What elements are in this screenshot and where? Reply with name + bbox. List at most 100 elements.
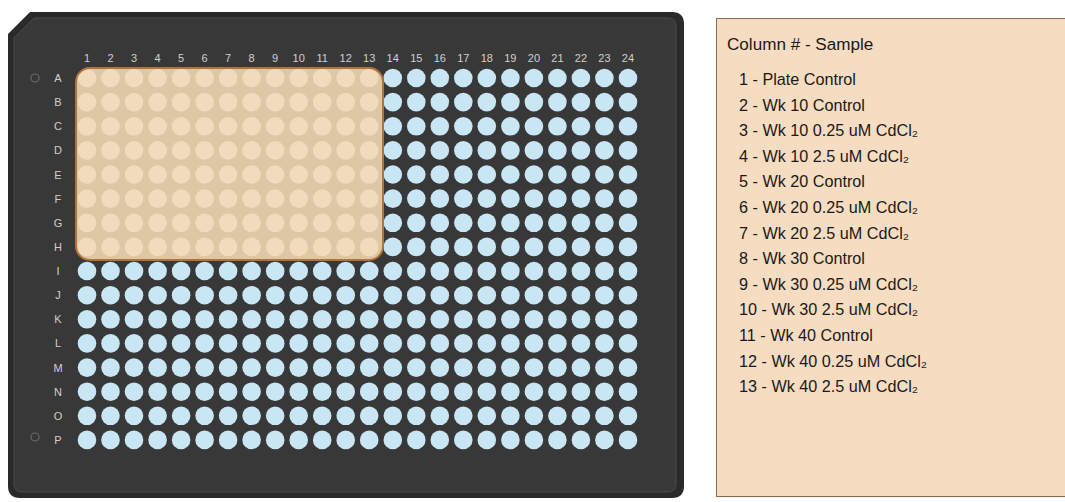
well	[454, 69, 473, 88]
well	[595, 69, 614, 88]
well	[266, 431, 285, 450]
well	[78, 407, 97, 426]
well	[572, 262, 591, 281]
well	[78, 334, 97, 353]
well	[525, 407, 544, 426]
well	[478, 189, 497, 208]
well	[384, 262, 403, 281]
well	[407, 431, 426, 450]
well	[289, 262, 308, 281]
well	[78, 358, 97, 377]
well	[195, 334, 214, 353]
well	[101, 262, 120, 281]
well	[242, 358, 261, 377]
well	[595, 334, 614, 353]
well	[548, 141, 567, 160]
well	[525, 69, 544, 88]
well	[525, 189, 544, 208]
well	[525, 262, 544, 281]
column-number: 13	[363, 52, 375, 64]
well	[548, 238, 567, 257]
well	[101, 407, 120, 426]
well	[384, 189, 403, 208]
well	[548, 286, 567, 305]
well	[384, 238, 403, 257]
well	[289, 286, 308, 305]
well	[548, 165, 567, 184]
well	[431, 407, 450, 426]
well	[454, 93, 473, 112]
plate-marker	[31, 74, 39, 82]
well	[454, 407, 473, 426]
well	[407, 214, 426, 233]
well	[336, 334, 355, 353]
well	[384, 141, 403, 160]
well	[619, 262, 638, 281]
well	[384, 165, 403, 184]
plate-body	[14, 18, 676, 492]
key-entry: 4 - Wk 10 2.5 uM CdCl₂	[727, 144, 1055, 170]
well	[548, 117, 567, 136]
well	[125, 358, 144, 377]
well	[242, 382, 261, 401]
row-letter: J	[55, 289, 61, 301]
well	[242, 310, 261, 329]
well	[313, 407, 332, 426]
well	[501, 214, 520, 233]
well	[407, 141, 426, 160]
row-letter: P	[54, 434, 61, 446]
well	[195, 407, 214, 426]
well	[478, 214, 497, 233]
well	[595, 141, 614, 160]
well	[384, 286, 403, 305]
row-letter: H	[54, 241, 62, 253]
well	[407, 407, 426, 426]
column-number: 7	[225, 52, 231, 64]
column-number: 4	[155, 52, 161, 64]
column-number: 2	[108, 52, 114, 64]
well	[172, 407, 191, 426]
well	[525, 238, 544, 257]
well	[266, 334, 285, 353]
well	[407, 310, 426, 329]
well	[125, 431, 144, 450]
well	[289, 431, 308, 450]
well	[478, 407, 497, 426]
well	[595, 93, 614, 112]
key-entry: 6 - Wk 20 0.25 uM CdCl₂	[727, 195, 1055, 221]
well	[572, 310, 591, 329]
well	[595, 165, 614, 184]
well	[407, 358, 426, 377]
plate-marker	[31, 433, 39, 441]
column-number: 19	[504, 52, 516, 64]
well	[572, 286, 591, 305]
well	[172, 358, 191, 377]
well	[407, 93, 426, 112]
well	[572, 69, 591, 88]
well	[336, 382, 355, 401]
key-entry: 12 - Wk 40 0.25 uM CdCl₂	[727, 349, 1055, 375]
well	[101, 310, 120, 329]
well	[407, 286, 426, 305]
well	[572, 358, 591, 377]
column-number: 10	[293, 52, 305, 64]
column-number: 20	[528, 52, 540, 64]
well	[454, 238, 473, 257]
well	[148, 358, 167, 377]
key-entry: 10 - Wk 30 2.5 uM CdCl₂	[727, 297, 1055, 323]
well	[619, 407, 638, 426]
key-entry: 2 - Wk 10 Control	[727, 93, 1055, 119]
well	[501, 431, 520, 450]
row-letter: F	[55, 193, 62, 205]
column-number: 1	[84, 52, 90, 64]
well	[595, 310, 614, 329]
well	[431, 141, 450, 160]
well	[478, 141, 497, 160]
well	[478, 334, 497, 353]
well	[195, 358, 214, 377]
well	[454, 358, 473, 377]
well	[525, 214, 544, 233]
well	[172, 431, 191, 450]
column-number: 22	[575, 52, 587, 64]
row-letter: N	[54, 386, 62, 398]
